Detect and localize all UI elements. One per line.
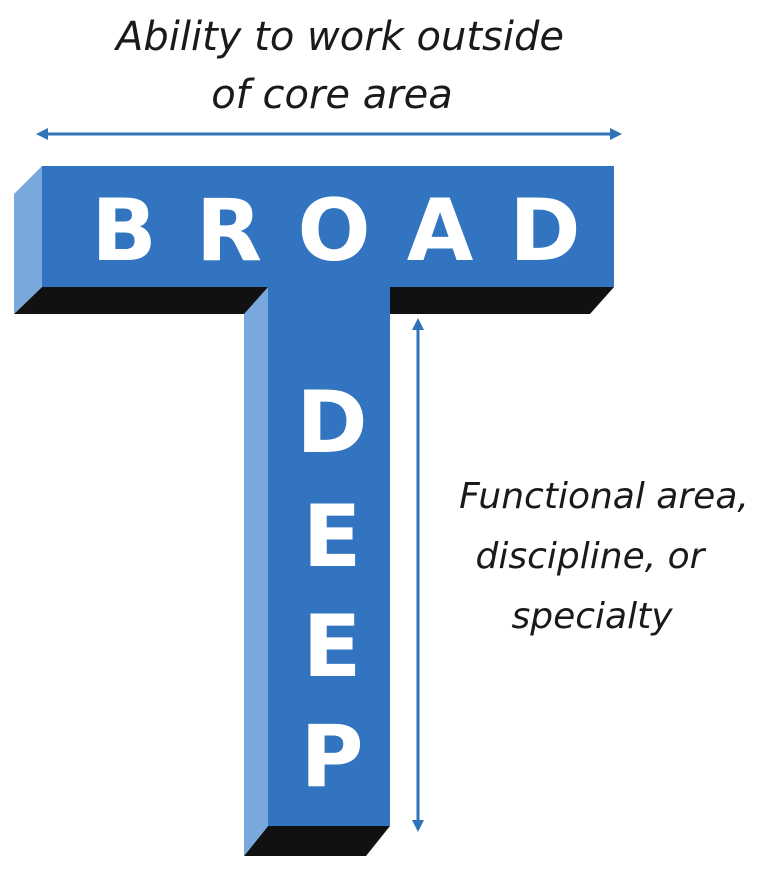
stem-letter-d: D bbox=[296, 373, 367, 473]
stem-letter-e-2: E bbox=[303, 597, 362, 697]
bar-left-face bbox=[14, 166, 42, 314]
bar-letter-r: R bbox=[196, 181, 262, 281]
bar-letter-b: B bbox=[91, 181, 157, 281]
stem-letter-e-1: E bbox=[303, 487, 362, 587]
stem-letter-p: P bbox=[300, 707, 363, 807]
side-label-line-1: Functional area, bbox=[459, 476, 749, 517]
side-label-line-2: discipline, or bbox=[476, 536, 707, 577]
side-label-line-3: specialty bbox=[511, 596, 673, 637]
stem-front-face bbox=[268, 287, 390, 826]
bar-bottom-shadow-right bbox=[390, 287, 614, 314]
bar-letter-d: D bbox=[509, 181, 580, 281]
bar-bottom-shadow-left bbox=[14, 287, 276, 314]
top-label-line-2: of core area bbox=[211, 72, 453, 118]
bar-letter-a: A bbox=[407, 181, 474, 281]
top-label-line-1: Ability to work outside bbox=[113, 14, 564, 60]
stem-bottom-shadow bbox=[244, 826, 390, 856]
bar-front-face bbox=[42, 166, 614, 287]
bar-letter-o: O bbox=[297, 181, 370, 281]
stem-left-face bbox=[244, 287, 268, 856]
